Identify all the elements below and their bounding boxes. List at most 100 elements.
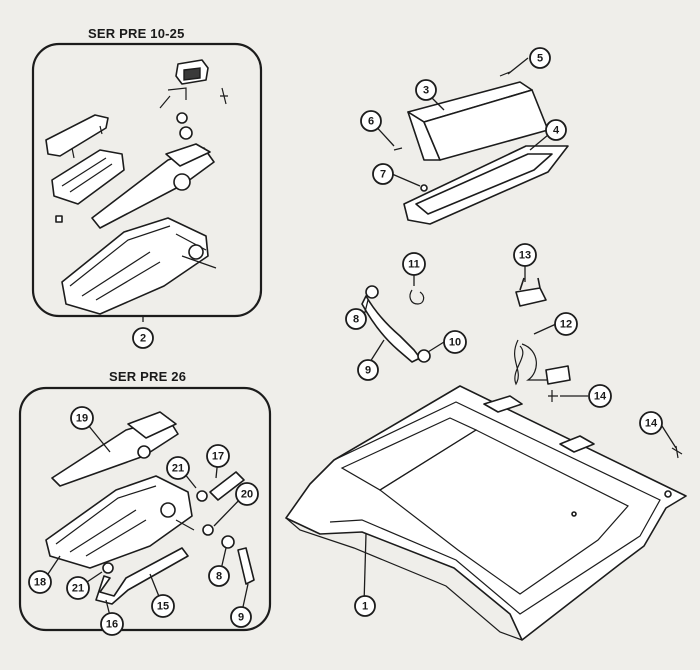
callout-bubble bbox=[28, 570, 52, 594]
screw-7 bbox=[420, 184, 428, 192]
callout-c7: 7 bbox=[372, 163, 394, 185]
power-cord-drawing bbox=[513, 339, 571, 386]
callout-c14a: 14 bbox=[588, 384, 612, 408]
callout-number: 1 bbox=[362, 601, 368, 613]
callout-c8b: 8 bbox=[208, 565, 230, 587]
callout-number: 7 bbox=[380, 169, 386, 181]
dispenser-cup-drawing bbox=[51, 149, 125, 223]
callout-bubble bbox=[588, 384, 612, 408]
callout-bubble bbox=[415, 79, 437, 101]
callout-number: 18 bbox=[34, 577, 46, 589]
callout-c10: 10 bbox=[443, 330, 467, 354]
bracket-13 bbox=[515, 277, 547, 307]
callout-bubble bbox=[639, 411, 663, 435]
callout-number: 9 bbox=[238, 612, 244, 624]
callout-bubble bbox=[372, 163, 394, 185]
callout-c5: 5 bbox=[529, 47, 551, 69]
callout-bubble bbox=[206, 444, 230, 468]
callout-bubble bbox=[443, 330, 467, 354]
agitator-arm-drawing bbox=[91, 143, 215, 229]
callout-number: 13 bbox=[519, 250, 531, 262]
callout-number: 14 bbox=[645, 418, 658, 430]
valve-bracket-drawing bbox=[159, 59, 228, 140]
callout-number: 20 bbox=[241, 489, 253, 501]
callout-bubble bbox=[360, 110, 382, 132]
callout-bubble bbox=[235, 482, 259, 506]
callout-c11: 11 bbox=[402, 252, 426, 276]
tub-housing-drawing bbox=[61, 217, 217, 315]
hose-clamp-11 bbox=[409, 289, 425, 305]
callout-c15: 15 bbox=[151, 594, 175, 618]
callout-number: 9 bbox=[365, 365, 371, 377]
callout-bubble bbox=[66, 576, 90, 600]
callout-number: 3 bbox=[423, 85, 429, 97]
lid-clips bbox=[393, 71, 511, 151]
panel-ser-pre-10-25 bbox=[31, 42, 263, 318]
callout-number: 6 bbox=[368, 116, 374, 128]
header-ser-pre-26: SER PRE 26 bbox=[109, 369, 187, 384]
callout-bubble bbox=[208, 565, 230, 587]
callout-number: 15 bbox=[157, 601, 169, 613]
callout-c2: 2 bbox=[132, 327, 154, 349]
callout-number: 5 bbox=[537, 53, 543, 65]
callout-number: 8 bbox=[353, 314, 359, 326]
hose-15-16 bbox=[95, 547, 189, 605]
callout-number: 8 bbox=[216, 571, 222, 583]
callout-number: 2 bbox=[140, 333, 146, 345]
callout-number: 19 bbox=[76, 413, 88, 425]
callout-c8a: 8 bbox=[345, 308, 367, 330]
callout-c9b: 9 bbox=[230, 606, 252, 628]
callout-c16: 16 bbox=[100, 612, 124, 636]
callout-c21b: 21 bbox=[66, 576, 90, 600]
agitator-arm-19-drawing bbox=[51, 411, 179, 487]
callout-bubble bbox=[166, 456, 190, 480]
cover-piece-drawing bbox=[45, 114, 109, 159]
callout-number: 14 bbox=[594, 391, 607, 403]
callout-bubble bbox=[554, 312, 578, 336]
callout-c19: 19 bbox=[70, 406, 94, 430]
callout-c9a: 9 bbox=[357, 359, 379, 381]
callout-bubble bbox=[151, 594, 175, 618]
callout-c1: 1 bbox=[354, 595, 376, 617]
callout-c4: 4 bbox=[545, 119, 567, 141]
callout-c3: 3 bbox=[415, 79, 437, 101]
ring-21b bbox=[102, 562, 114, 574]
screw-14a bbox=[548, 390, 558, 402]
ring-8b bbox=[221, 535, 235, 549]
callout-number: 21 bbox=[72, 583, 84, 595]
callout-number: 16 bbox=[106, 619, 118, 631]
callout-c14b: 14 bbox=[639, 411, 663, 435]
tube-17 bbox=[209, 471, 245, 501]
callout-number: 10 bbox=[449, 337, 461, 349]
callout-c12: 12 bbox=[554, 312, 578, 336]
screw-14b bbox=[671, 445, 683, 459]
cabinet-top-drawing bbox=[285, 385, 687, 641]
callout-bubble bbox=[402, 252, 426, 276]
callout-number: 4 bbox=[553, 125, 560, 137]
callout-bubble bbox=[529, 47, 551, 69]
callout-bubble bbox=[100, 612, 124, 636]
hose-drawing bbox=[361, 285, 431, 363]
callout-number: 11 bbox=[408, 259, 420, 271]
callout-bubble bbox=[357, 359, 379, 381]
callout-c18: 18 bbox=[28, 570, 52, 594]
callout-bubble bbox=[345, 308, 367, 330]
header-ser-pre-10-25: SER PRE 10-25 bbox=[88, 26, 185, 41]
callout-c13: 13 bbox=[513, 243, 537, 267]
tub-housing-18-drawing bbox=[45, 475, 195, 569]
callout-number: 12 bbox=[560, 319, 572, 331]
panel-ser-pre-26 bbox=[18, 386, 272, 632]
callout-number: 17 bbox=[212, 451, 224, 463]
callout-c6: 6 bbox=[360, 110, 382, 132]
callout-bubble bbox=[70, 406, 94, 430]
callout-c20: 20 bbox=[235, 482, 259, 506]
lid-gasket-drawing bbox=[403, 145, 569, 225]
callout-bubble bbox=[354, 595, 376, 617]
callout-bubble bbox=[230, 606, 252, 628]
ring-21a bbox=[196, 490, 208, 502]
callout-c17: 17 bbox=[206, 444, 230, 468]
callout-bubble bbox=[132, 327, 154, 349]
